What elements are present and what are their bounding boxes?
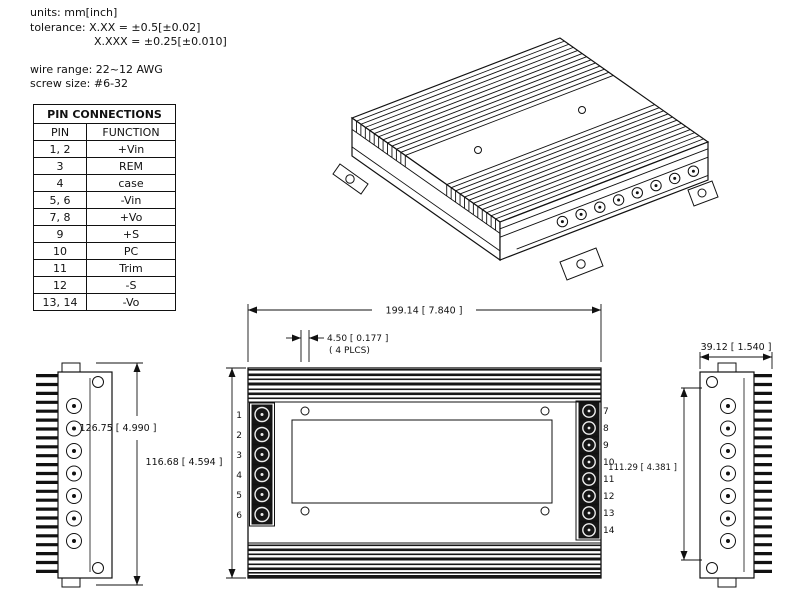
- note-units: units: mm[inch]: [30, 6, 118, 19]
- front-height-dim-label: 116.68 [ 4.594 ]: [146, 457, 223, 468]
- side-terminal-screws: [720, 398, 736, 549]
- right-side-view: [699, 362, 772, 588]
- pin-cell: 10: [33, 242, 87, 260]
- pin-number-label: 3: [236, 451, 242, 461]
- heatsink-fin-ends: [352, 118, 500, 251]
- note-tolerance-2: X.XXX = ±0.25[±0.010]: [94, 35, 227, 48]
- mounting-hole: [474, 146, 482, 154]
- side-terminal-screws: [66, 398, 82, 549]
- pin-number-label: 13: [603, 509, 614, 519]
- pin-number-label: 5: [236, 491, 242, 501]
- iso-terminal-screws: [556, 165, 700, 228]
- hole-dim-label: 4.50 [ 0.177 ]: [327, 334, 388, 344]
- mounting-hole: [345, 174, 355, 184]
- function-cell: Trim: [86, 259, 176, 277]
- mounting-hole: [697, 188, 707, 198]
- function-cell: +Vin: [86, 140, 176, 158]
- right-view-width-dim-label: 39.12 [ 1.540 ]: [701, 342, 772, 353]
- pin-number-label: 4: [236, 471, 242, 481]
- note-screw-size: screw size: #6-32: [30, 77, 129, 90]
- pin-number-label: 2: [236, 431, 242, 441]
- pin-number-label: 9: [603, 441, 609, 451]
- function-cell: -S: [86, 276, 176, 294]
- mounting-hole: [540, 506, 550, 516]
- pin-number-label: 10: [603, 458, 615, 468]
- pin-table-row: 5, 6-Vin: [33, 191, 176, 209]
- mounting-hole: [578, 106, 586, 114]
- note-tolerance: tolerance: X.XX = ±0.5[±0.02]: [30, 20, 201, 34]
- pin-cell: 5, 6: [33, 191, 87, 209]
- pin-table-header-pin: PIN: [33, 123, 87, 141]
- mounting-hole: [300, 506, 310, 516]
- front-width-dim-label: 199.14 [ 7.840 ]: [386, 306, 463, 317]
- right-view-height-dim-label: 111.29 [ 4.381 ]: [608, 463, 677, 473]
- pin-cell: 11: [33, 259, 87, 277]
- pin-cell: 12: [33, 276, 87, 294]
- function-cell: +S: [86, 225, 176, 243]
- drawing-notes: units: mm[inch] tolerance: X.XX = ±0.5[±…: [30, 6, 227, 92]
- pin-number-label: 7: [603, 407, 609, 417]
- mounting-hole: [92, 562, 104, 574]
- pin-cell: 13, 14: [33, 293, 87, 311]
- heatsink-fins-top: [356, 41, 703, 219]
- pin-number-label: 6: [236, 511, 242, 521]
- function-cell: -Vo: [86, 293, 176, 311]
- pin-table-row: 1, 2+Vin: [33, 140, 176, 158]
- pin-number-label: 11: [603, 475, 614, 485]
- pin-number-label: 14: [603, 526, 615, 536]
- function-cell: REM: [86, 157, 176, 175]
- iso-front-face: [499, 141, 709, 261]
- iso-front-face-lines: [500, 149, 708, 256]
- mounting-hole: [706, 376, 718, 388]
- pin-table-row: 13, 14-Vo: [33, 293, 176, 311]
- pin-number-label: 1: [236, 411, 242, 421]
- pin-cell: 1, 2: [33, 140, 87, 158]
- terminal-block-left: [249, 402, 275, 527]
- left-side-view: [36, 362, 113, 588]
- pin-table-row: 12-S: [33, 276, 176, 294]
- mounting-hole: [576, 259, 586, 269]
- function-cell: PC: [86, 242, 176, 260]
- front-inner-recess: [291, 419, 553, 504]
- pin-number-label: 12: [603, 492, 614, 502]
- pin-cell: 3: [33, 157, 87, 175]
- pin-cell: 4: [33, 174, 87, 192]
- terminal-block-right: [575, 400, 602, 541]
- mounting-hole: [92, 376, 104, 388]
- front-view: [247, 367, 602, 579]
- left-view-height-dim-label: 126.75 [ 4.990 ]: [80, 423, 157, 434]
- isometric-view: [332, 38, 719, 281]
- function-cell: +Vo: [86, 208, 176, 226]
- function-cell: -Vin: [86, 191, 176, 209]
- pin-cell: 7, 8: [33, 208, 87, 226]
- dimension-lines: [96, 304, 773, 586]
- mounting-hole: [706, 562, 718, 574]
- pin-table-row: 9+S: [33, 225, 176, 243]
- heatsink-fins-side: [36, 374, 58, 573]
- iso-mounting-tabs: [332, 163, 719, 281]
- heatsink-fins-side: [754, 374, 772, 573]
- pin-cell: 9: [33, 225, 87, 243]
- pin-table-header-function: FUNCTION: [86, 123, 176, 141]
- note-wire-range: wire range: 22~12 AWG: [30, 62, 163, 76]
- hole-dim-note-label: ( 4 PLCS): [329, 346, 370, 356]
- mounting-hole: [300, 406, 310, 416]
- mounting-hole: [540, 406, 550, 416]
- pin-number-label: 8: [603, 424, 609, 434]
- function-cell: case: [86, 174, 176, 192]
- pin-table-title: PIN CONNECTIONS: [33, 104, 176, 124]
- pin-table-row: 7, 8+Vo: [33, 208, 176, 226]
- front-fin-stripes: [248, 369, 601, 578]
